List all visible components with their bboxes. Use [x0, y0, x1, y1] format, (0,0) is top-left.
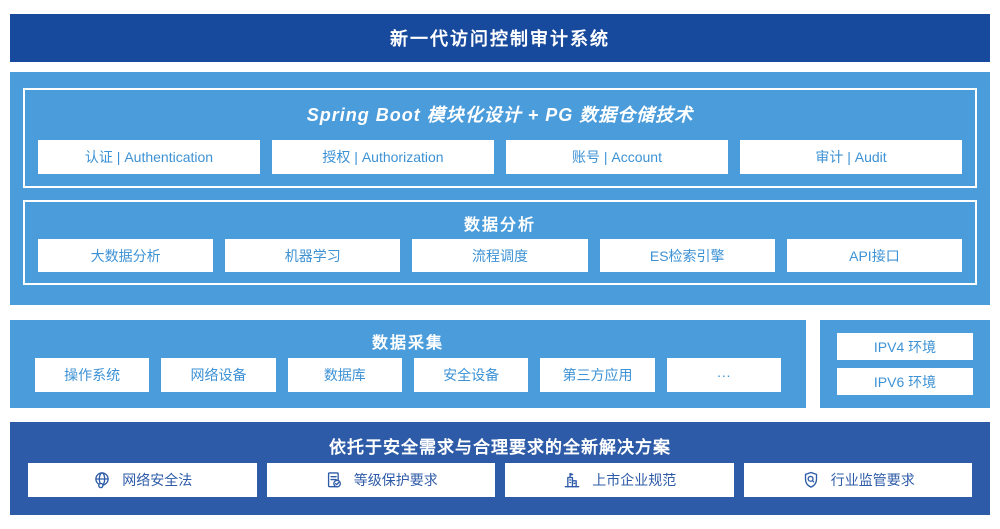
- analysis-label: ES检索引擎: [649, 247, 725, 264]
- collection-box-more: ···: [666, 358, 781, 392]
- env-label: IPV4 环境: [873, 338, 937, 355]
- collection-box-thirdparty: 第三方应用: [540, 358, 655, 392]
- collection-label: 安全设备: [443, 367, 500, 383]
- collection-section: 数据采集 操作系统 网络设备 数据库 安全设备 第三方应用 ···: [10, 320, 806, 408]
- module-label: 认证 | Authentication: [84, 149, 214, 165]
- collection-label: ···: [716, 367, 731, 383]
- module-box-audit: 审计 | Audit: [740, 140, 962, 174]
- solution-box-industry-regulation: 行业监管要求: [743, 463, 972, 497]
- solution-row: 网络安全法 等级保护要求: [28, 463, 972, 497]
- solution-label: 等级保护要求: [353, 472, 438, 488]
- globe-icon: [92, 470, 112, 490]
- collection-label: 第三方应用: [562, 367, 633, 383]
- analysis-label: 机器学习: [284, 247, 341, 264]
- analysis-box-es: ES检索引擎: [599, 239, 775, 272]
- diagram-title: 新一代访问控制审计系统: [390, 29, 610, 49]
- solution-box-listed-company: 上市企业规范: [505, 463, 734, 497]
- analysis-box-bigdata: 大数据分析: [38, 239, 214, 272]
- solution-label: 行业监管要求: [830, 472, 915, 488]
- analysis-label: 流程调度: [472, 247, 528, 264]
- env-label: IPV6 环境: [873, 373, 937, 390]
- collection-label: 操作系统: [64, 367, 121, 383]
- module-box-account: 账号 | Account: [506, 140, 728, 174]
- modules-title: Spring Boot 模块化设计 + PG 数据仓储技术: [306, 105, 694, 125]
- env-box-ipv6: IPV6 环境: [837, 368, 973, 395]
- solution-label: 上市企业规范: [592, 472, 677, 488]
- collection-row: 操作系统 网络设备 数据库 安全设备 第三方应用 ···: [35, 358, 781, 392]
- analysis-label: API接口: [849, 247, 900, 264]
- solution-box-classified-protection: 等级保护要求: [266, 463, 495, 497]
- analysis-box-ml: 机器学习: [225, 239, 401, 272]
- diagram-title-bar: 新一代访问控制审计系统: [10, 14, 990, 62]
- modules-subsection: Spring Boot 模块化设计 + PG 数据仓储技术 认证 | Authe…: [23, 88, 977, 188]
- collection-label: 数据库: [323, 367, 366, 383]
- analysis-label: 大数据分析: [90, 247, 161, 264]
- env-box-ipv4: IPV4 环境: [837, 333, 973, 360]
- module-box-authorization: 授权 | Authorization: [272, 140, 494, 174]
- shield-search-icon: [801, 470, 821, 490]
- analysis-box-api: API接口: [786, 239, 963, 272]
- collection-title: 数据采集: [371, 335, 444, 352]
- collection-box-database: 数据库: [287, 358, 402, 392]
- environment-section: IPV4 环境 IPV6 环境: [820, 320, 990, 408]
- module-label: 授权 | Authorization: [322, 149, 444, 165]
- document-check-icon: [324, 470, 344, 490]
- analysis-title: 数据分析: [463, 217, 536, 234]
- solution-title: 依托于安全需求与合理要求的全新解决方案: [329, 438, 671, 457]
- solution-box-cybersecurity-law: 网络安全法: [28, 463, 257, 497]
- collection-label: 网络设备: [190, 367, 247, 383]
- analysis-box-workflow: 流程调度: [412, 239, 588, 272]
- module-label: 账号 | Account: [571, 149, 662, 165]
- solution-section: 依托于安全需求与合理要求的全新解决方案 网络安全法: [10, 422, 990, 515]
- module-label: 审计 | Audit: [815, 149, 887, 165]
- module-box-authentication: 认证 | Authentication: [38, 140, 260, 174]
- modules-row: 认证 | Authentication 授权 | Authorization 账…: [38, 140, 962, 174]
- building-icon: [562, 470, 582, 490]
- analysis-row: 大数据分析 机器学习 流程调度 ES检索引擎 API接口: [38, 239, 963, 272]
- collection-box-network: 网络设备: [161, 358, 276, 392]
- analysis-subsection: 数据分析 大数据分析 机器学习 流程调度 ES检索引擎 API接口: [23, 200, 977, 285]
- collection-box-os: 操作系统: [35, 358, 150, 392]
- platform-section: Spring Boot 模块化设计 + PG 数据仓储技术 认证 | Authe…: [10, 72, 990, 305]
- solution-label: 网络安全法: [122, 472, 193, 488]
- collection-box-security: 安全设备: [413, 358, 529, 392]
